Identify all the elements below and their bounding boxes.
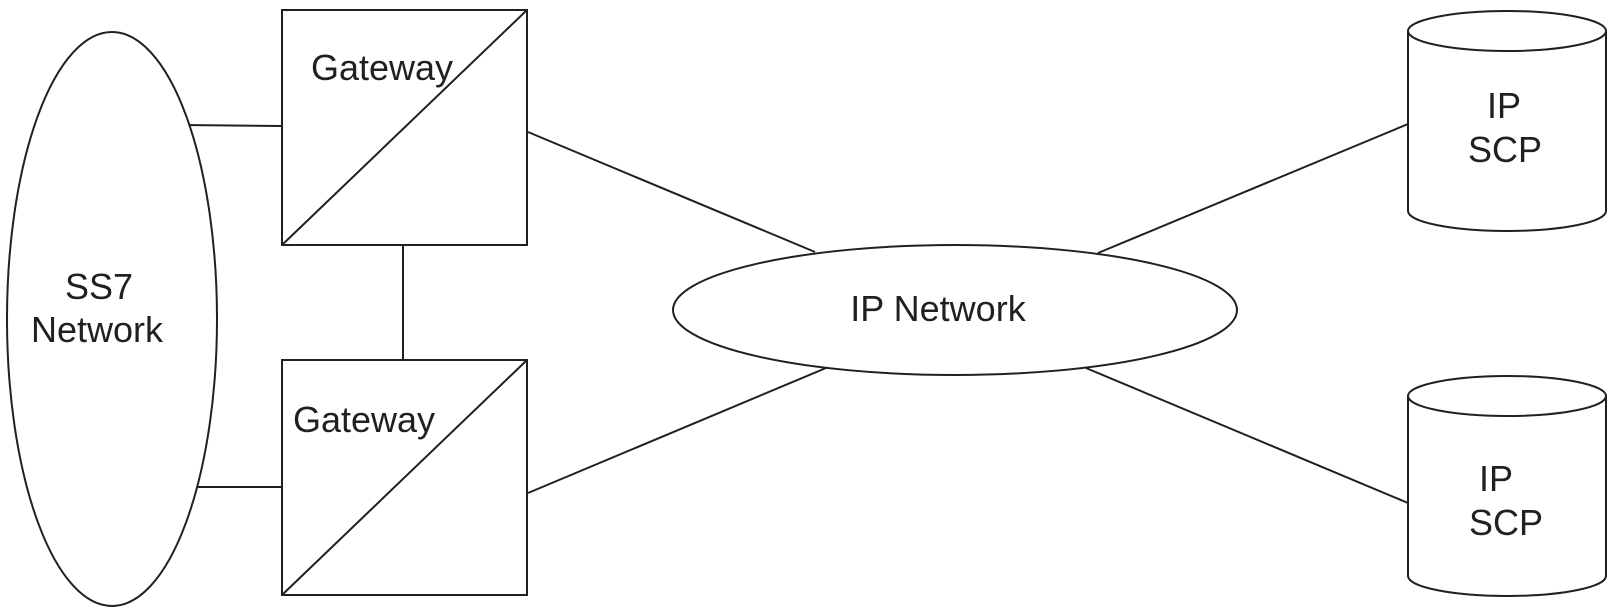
scp-bottom-label-line2: SCP <box>1469 502 1543 543</box>
gateway-top-node: Gateway <box>281 9 528 246</box>
scp-bottom-label-line1: IP <box>1479 458 1513 499</box>
scp-bottom-cylinder-body <box>1407 396 1607 597</box>
scp-top-label-line1: IP <box>1487 85 1521 126</box>
ip-network-ellipse <box>672 244 1238 376</box>
gateway-bottom-node: Gateway <box>281 359 528 596</box>
ip-network-node: IP Network <box>672 244 1238 376</box>
gateway-bottom-diagonal <box>281 359 528 596</box>
link-ip-network-scp-top <box>1097 123 1409 254</box>
connections <box>182 123 1409 504</box>
scp-top-cylinder-body <box>1407 31 1607 232</box>
gateway-bottom-label: Gateway <box>293 399 435 440</box>
scp-top-label-line2: SCP <box>1468 129 1542 170</box>
link-ss7-gateway-top <box>182 124 283 127</box>
link-gateway-bottom-ip-network <box>527 367 827 494</box>
ss7-network-label-line1: SS7 <box>65 266 133 307</box>
scp-bottom-node: IP SCP <box>1407 375 1607 597</box>
link-gateway-top-ip-network <box>527 131 816 253</box>
gateway-top-label: Gateway <box>311 47 453 88</box>
ss7-network-label-line2: Network <box>31 309 164 350</box>
link-ip-network-scp-bottom <box>1085 367 1409 504</box>
scp-top-node: IP SCP <box>1407 10 1607 232</box>
ss7-network-ellipse <box>6 31 218 607</box>
scp-top-cylinder-cap <box>1407 10 1607 52</box>
ss7-network-node: SS7 Network <box>6 31 218 607</box>
scp-bottom-cylinder-cap <box>1407 375 1607 417</box>
ip-network-label: IP Network <box>850 288 1026 329</box>
gateway-top-diagonal <box>281 9 528 246</box>
